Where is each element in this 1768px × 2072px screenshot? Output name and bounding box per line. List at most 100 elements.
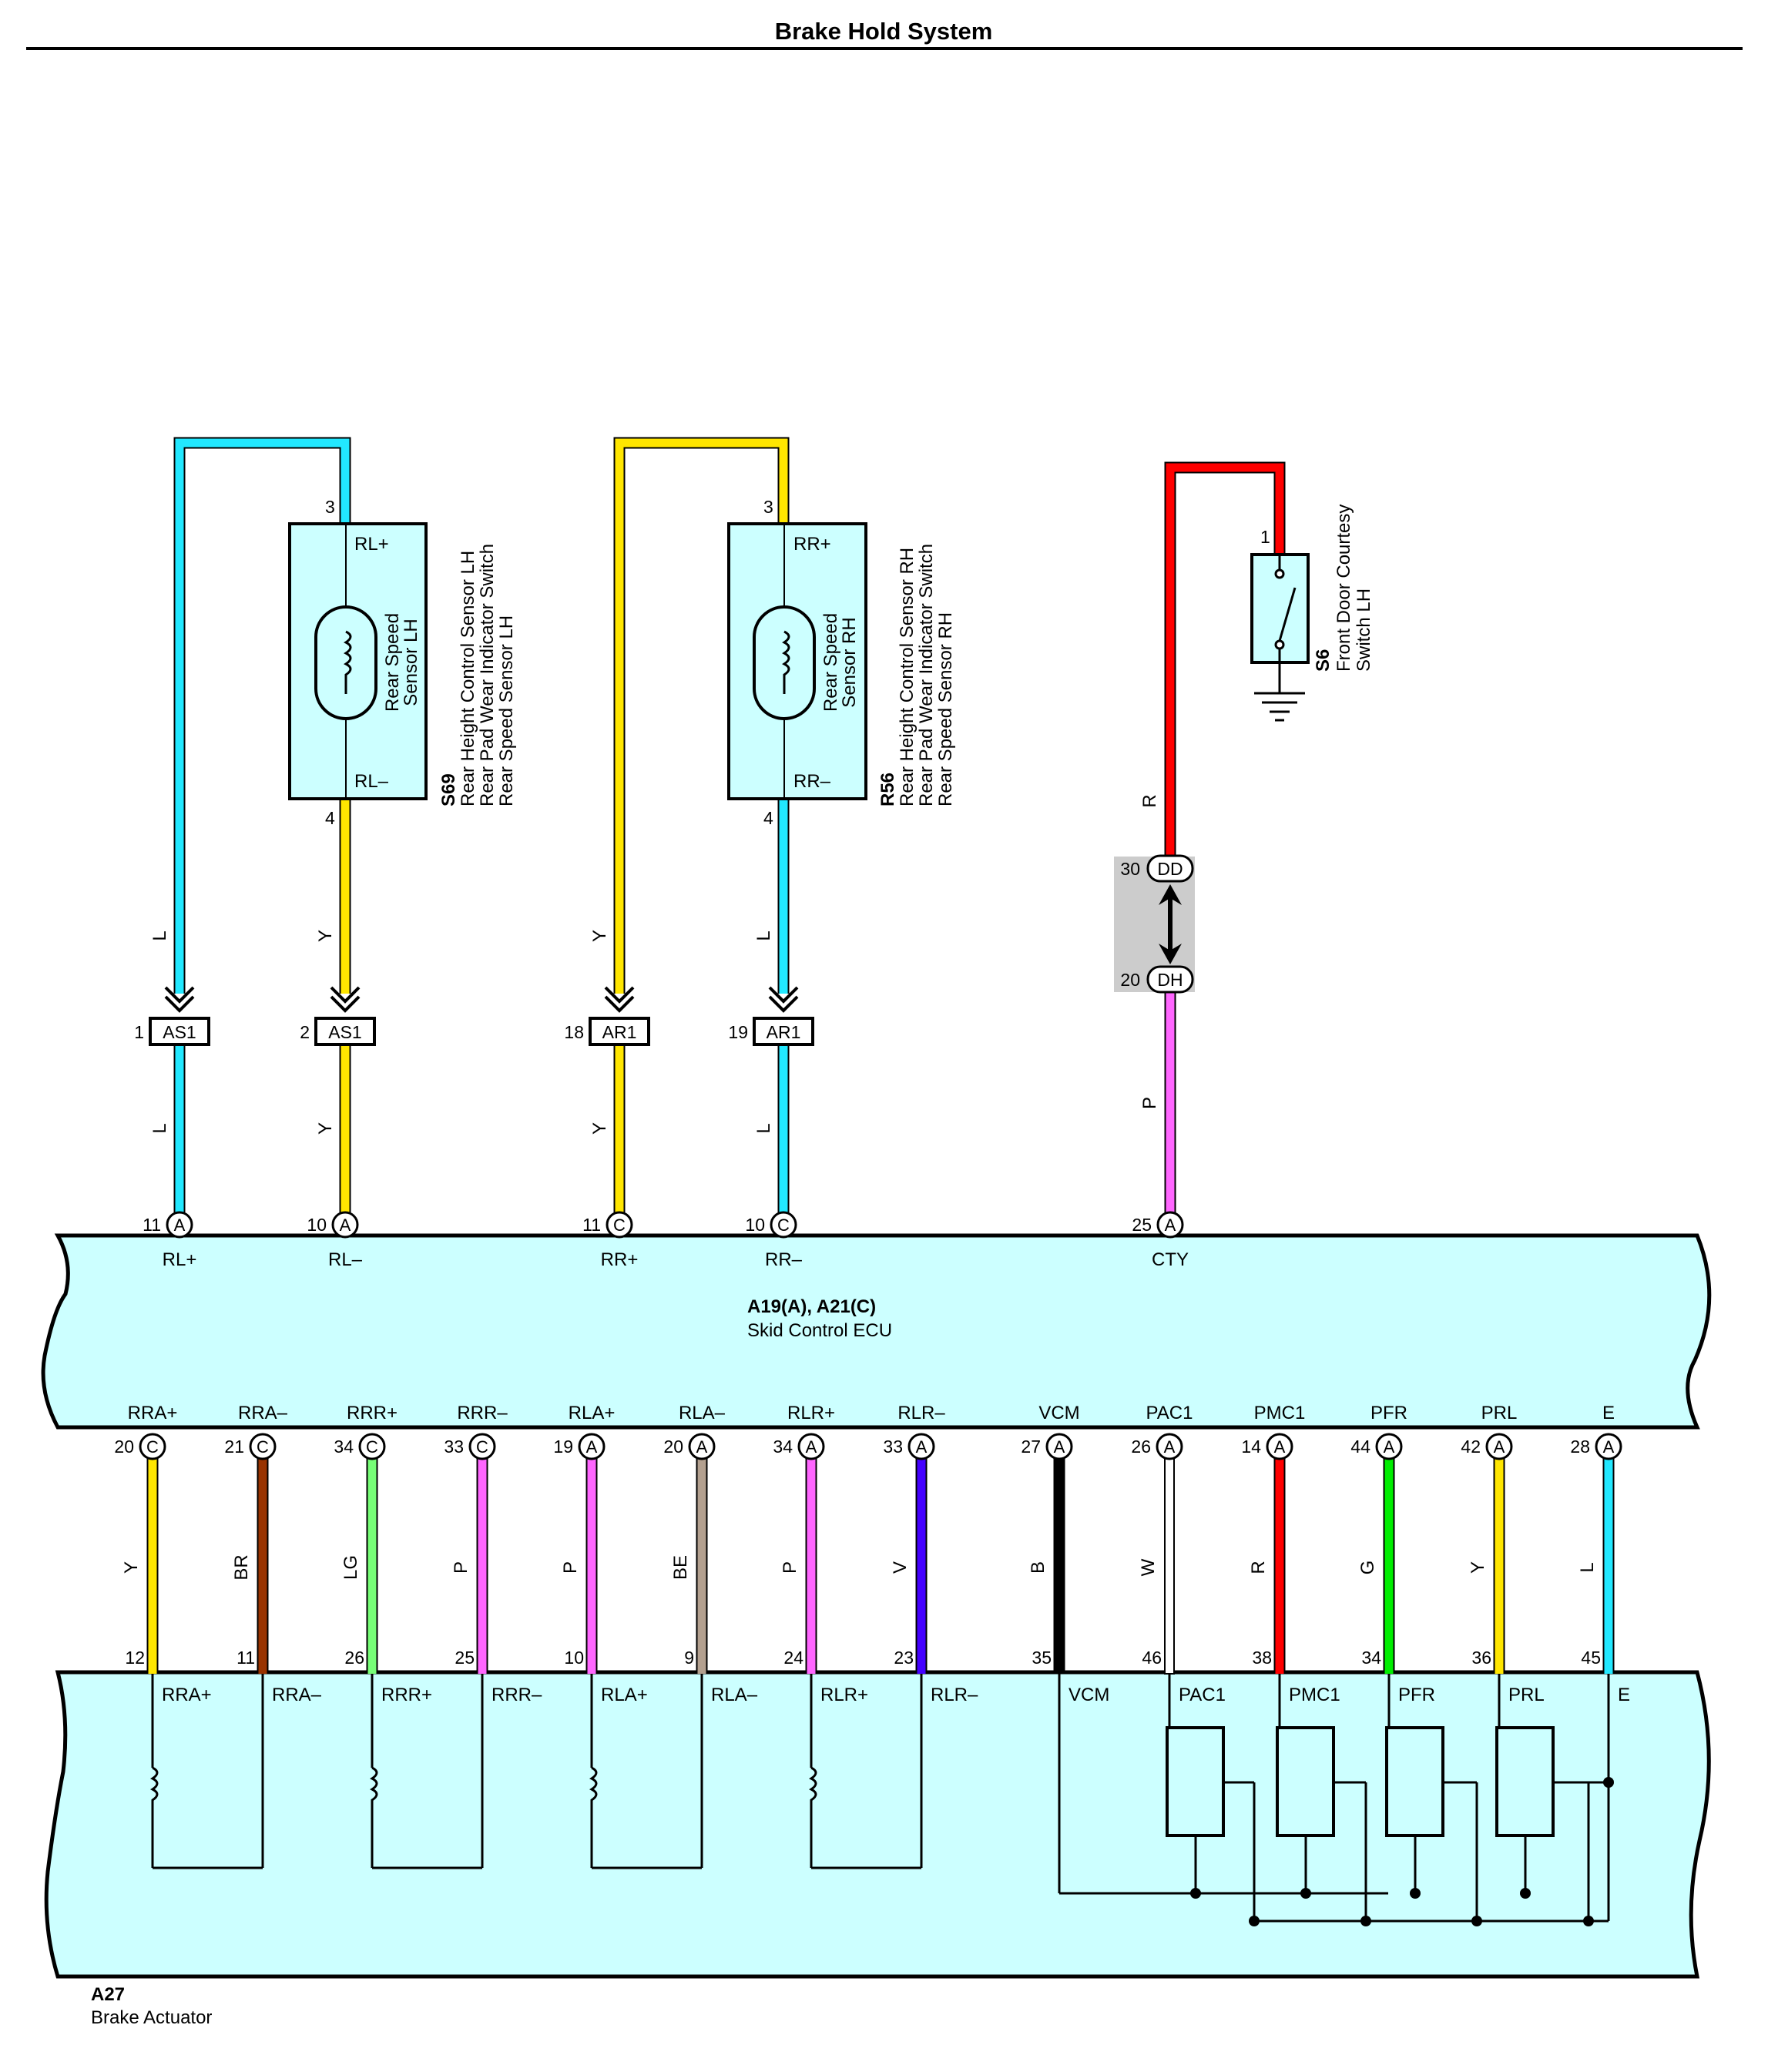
wire-color-label-r: R xyxy=(1139,794,1160,807)
ecu-pin-number: 20 xyxy=(114,1437,134,1457)
connector-arrow-icon xyxy=(330,986,361,1013)
sensor-lh: RL+ RL– 3 4 Rear Speed Sensor LH S69 Rea… xyxy=(288,497,517,828)
page-title: Brake Hold System xyxy=(775,18,993,45)
ecu-lower-pin xyxy=(1595,1433,1622,1460)
wire-color-label: B xyxy=(1028,1561,1048,1574)
connector-as1-box xyxy=(314,1017,376,1046)
wire-color-label: P xyxy=(560,1561,581,1574)
ecu-pin-number: 20 xyxy=(663,1437,683,1457)
ecu-terminal-label: E xyxy=(1602,1403,1615,1423)
actuator-pin-number: 34 xyxy=(1361,1648,1381,1668)
wire-y-loop-rh xyxy=(615,438,788,994)
ecu-lower-pin-letter: A xyxy=(586,1437,598,1457)
ecu-lower-pin-letter: A xyxy=(806,1437,817,1457)
sensor-lh-code: S69 xyxy=(438,773,459,806)
pressure-sensor-box xyxy=(1166,1726,1225,1837)
pressure-sensor-box xyxy=(1385,1726,1444,1837)
ecu-lower-pin-letter: A xyxy=(1603,1437,1615,1457)
wire-color-label-upper: L xyxy=(753,930,774,940)
ecu-pin-rl xyxy=(331,1211,359,1239)
sensor-lh-line-3: Rear Speed Sensor LH xyxy=(496,615,517,806)
actuator-pin-number: 38 xyxy=(1252,1648,1272,1668)
junction-dot xyxy=(1603,1777,1614,1788)
ecu-terminal-label: VCM xyxy=(1038,1403,1079,1423)
ecu-pin-rr-letter: C xyxy=(777,1215,790,1235)
sensor-lh-pin-top-num: 3 xyxy=(325,497,335,517)
ecu-pin-rr xyxy=(606,1211,633,1239)
ecu-terminal-label: RRR+ xyxy=(347,1403,398,1423)
switch-contact-icon xyxy=(1274,568,1285,579)
connector-pin: 18 xyxy=(564,1022,584,1042)
ecu-lower-pin-letter: A xyxy=(1384,1437,1395,1457)
ecu-pin-number: 28 xyxy=(1570,1437,1590,1457)
wire-color-label: LG xyxy=(341,1555,361,1580)
ecu-pin-number: 11 xyxy=(582,1215,601,1235)
sensor-rh: RR+ RR– 3 4 Rear Speed Sensor RH R56 Rea… xyxy=(727,497,956,828)
actuator-pin-number: 12 xyxy=(125,1648,145,1668)
ecu-lower-pin-letter: A xyxy=(1274,1437,1286,1457)
actuator-pin-number: 24 xyxy=(783,1648,803,1668)
wire-color-label: V xyxy=(890,1561,911,1574)
junction-top-label: DD xyxy=(1157,859,1183,879)
ecu-lower-pin xyxy=(1045,1433,1073,1460)
wire-color-label-upper: Y xyxy=(315,930,336,942)
ecu-pin-rr-letter: C xyxy=(613,1215,626,1235)
wire-color-label: L xyxy=(1577,1562,1598,1572)
actuator-pin-number: 23 xyxy=(894,1648,914,1668)
actuator-pin-number: 36 xyxy=(1471,1648,1491,1668)
sensor-lh-pin-bottom-num: 4 xyxy=(325,808,335,828)
door-switch: 1 S6 Front Door Courtesy Switch LH xyxy=(1250,505,1374,722)
ecu-lower-pin-letter: C xyxy=(257,1437,269,1457)
connector-arrow-icon xyxy=(768,986,799,1013)
actuator-terminal-label: RRR– xyxy=(491,1685,542,1705)
actuator-terminal-label: PMC1 xyxy=(1289,1685,1340,1705)
ecu-lower-pin-letter: C xyxy=(146,1437,159,1457)
connector-label: AR1 xyxy=(767,1022,801,1042)
connector-as1-box xyxy=(149,1017,210,1046)
ecu-terminal-label: RRA+ xyxy=(128,1403,178,1423)
ecu-lower-pin xyxy=(249,1433,277,1460)
ecu-lower-pin xyxy=(1266,1433,1293,1460)
coil-icon xyxy=(809,1766,817,1806)
ecu-terminal-label: CTY xyxy=(1152,1249,1189,1270)
wire-color-label: P xyxy=(780,1561,800,1574)
ecu-lower-pin-letter: C xyxy=(366,1437,378,1457)
connector-label: AR1 xyxy=(602,1022,637,1042)
actuator-internals xyxy=(150,1674,1614,1926)
ecu-lower-pin-letter: C xyxy=(476,1437,488,1457)
junction-connector: DD DH 30 20 xyxy=(1114,854,1195,994)
ecu-pin-number: 14 xyxy=(1241,1437,1261,1457)
actuator-terminal-label: RRA– xyxy=(272,1685,322,1705)
ecu-terminal-label: RLA– xyxy=(679,1403,726,1423)
ecu-lower-pin xyxy=(578,1433,606,1460)
ecu-pin-number: 10 xyxy=(307,1215,327,1235)
ecu-name: Skid Control ECU xyxy=(747,1320,892,1341)
ecu-lower-pin xyxy=(1375,1433,1403,1460)
sensor-rh-code: R56 xyxy=(877,773,898,806)
actuator-terminal-label: RLR– xyxy=(931,1685,978,1705)
ecu-pin-number: 34 xyxy=(773,1437,793,1457)
ecu-pin-rl-letter: A xyxy=(340,1215,351,1235)
sensor-lh-inner-1: Rear Speed xyxy=(382,613,403,712)
ecu-pin-number: 44 xyxy=(1350,1437,1370,1457)
actuator-terminal-label: RLR+ xyxy=(820,1685,868,1705)
sensor-rh-pin-bottom-num: 4 xyxy=(763,808,773,828)
wire-color-label-upper: Y xyxy=(589,930,610,942)
door-switch-pin: 1 xyxy=(1260,527,1270,547)
ecu-pin-number: 27 xyxy=(1021,1437,1041,1457)
ecu-pin-rl-letter: A xyxy=(174,1215,186,1235)
sensor-lh-pin-bottom: RL– xyxy=(354,771,389,792)
ecu-pin-number: 11 xyxy=(143,1215,161,1235)
connector-pin: 2 xyxy=(300,1022,310,1042)
ecu-terminal-label: RLR– xyxy=(897,1403,945,1423)
wire-color-label-lower: Y xyxy=(589,1122,610,1135)
wire-color-label: Y xyxy=(1468,1561,1488,1574)
sensor-rh-pin-bottom: RR– xyxy=(793,771,831,792)
sensor-rh-line-2: Rear Pad Wear Indicator Switch xyxy=(916,544,937,806)
sensor-rh-line-1: Rear Height Control Sensor RH xyxy=(897,548,918,806)
ecu-lower-pin xyxy=(797,1433,825,1460)
connector-label: AS1 xyxy=(163,1022,196,1042)
wire-color-label: BE xyxy=(670,1555,691,1580)
connector-pin: 19 xyxy=(728,1022,748,1042)
